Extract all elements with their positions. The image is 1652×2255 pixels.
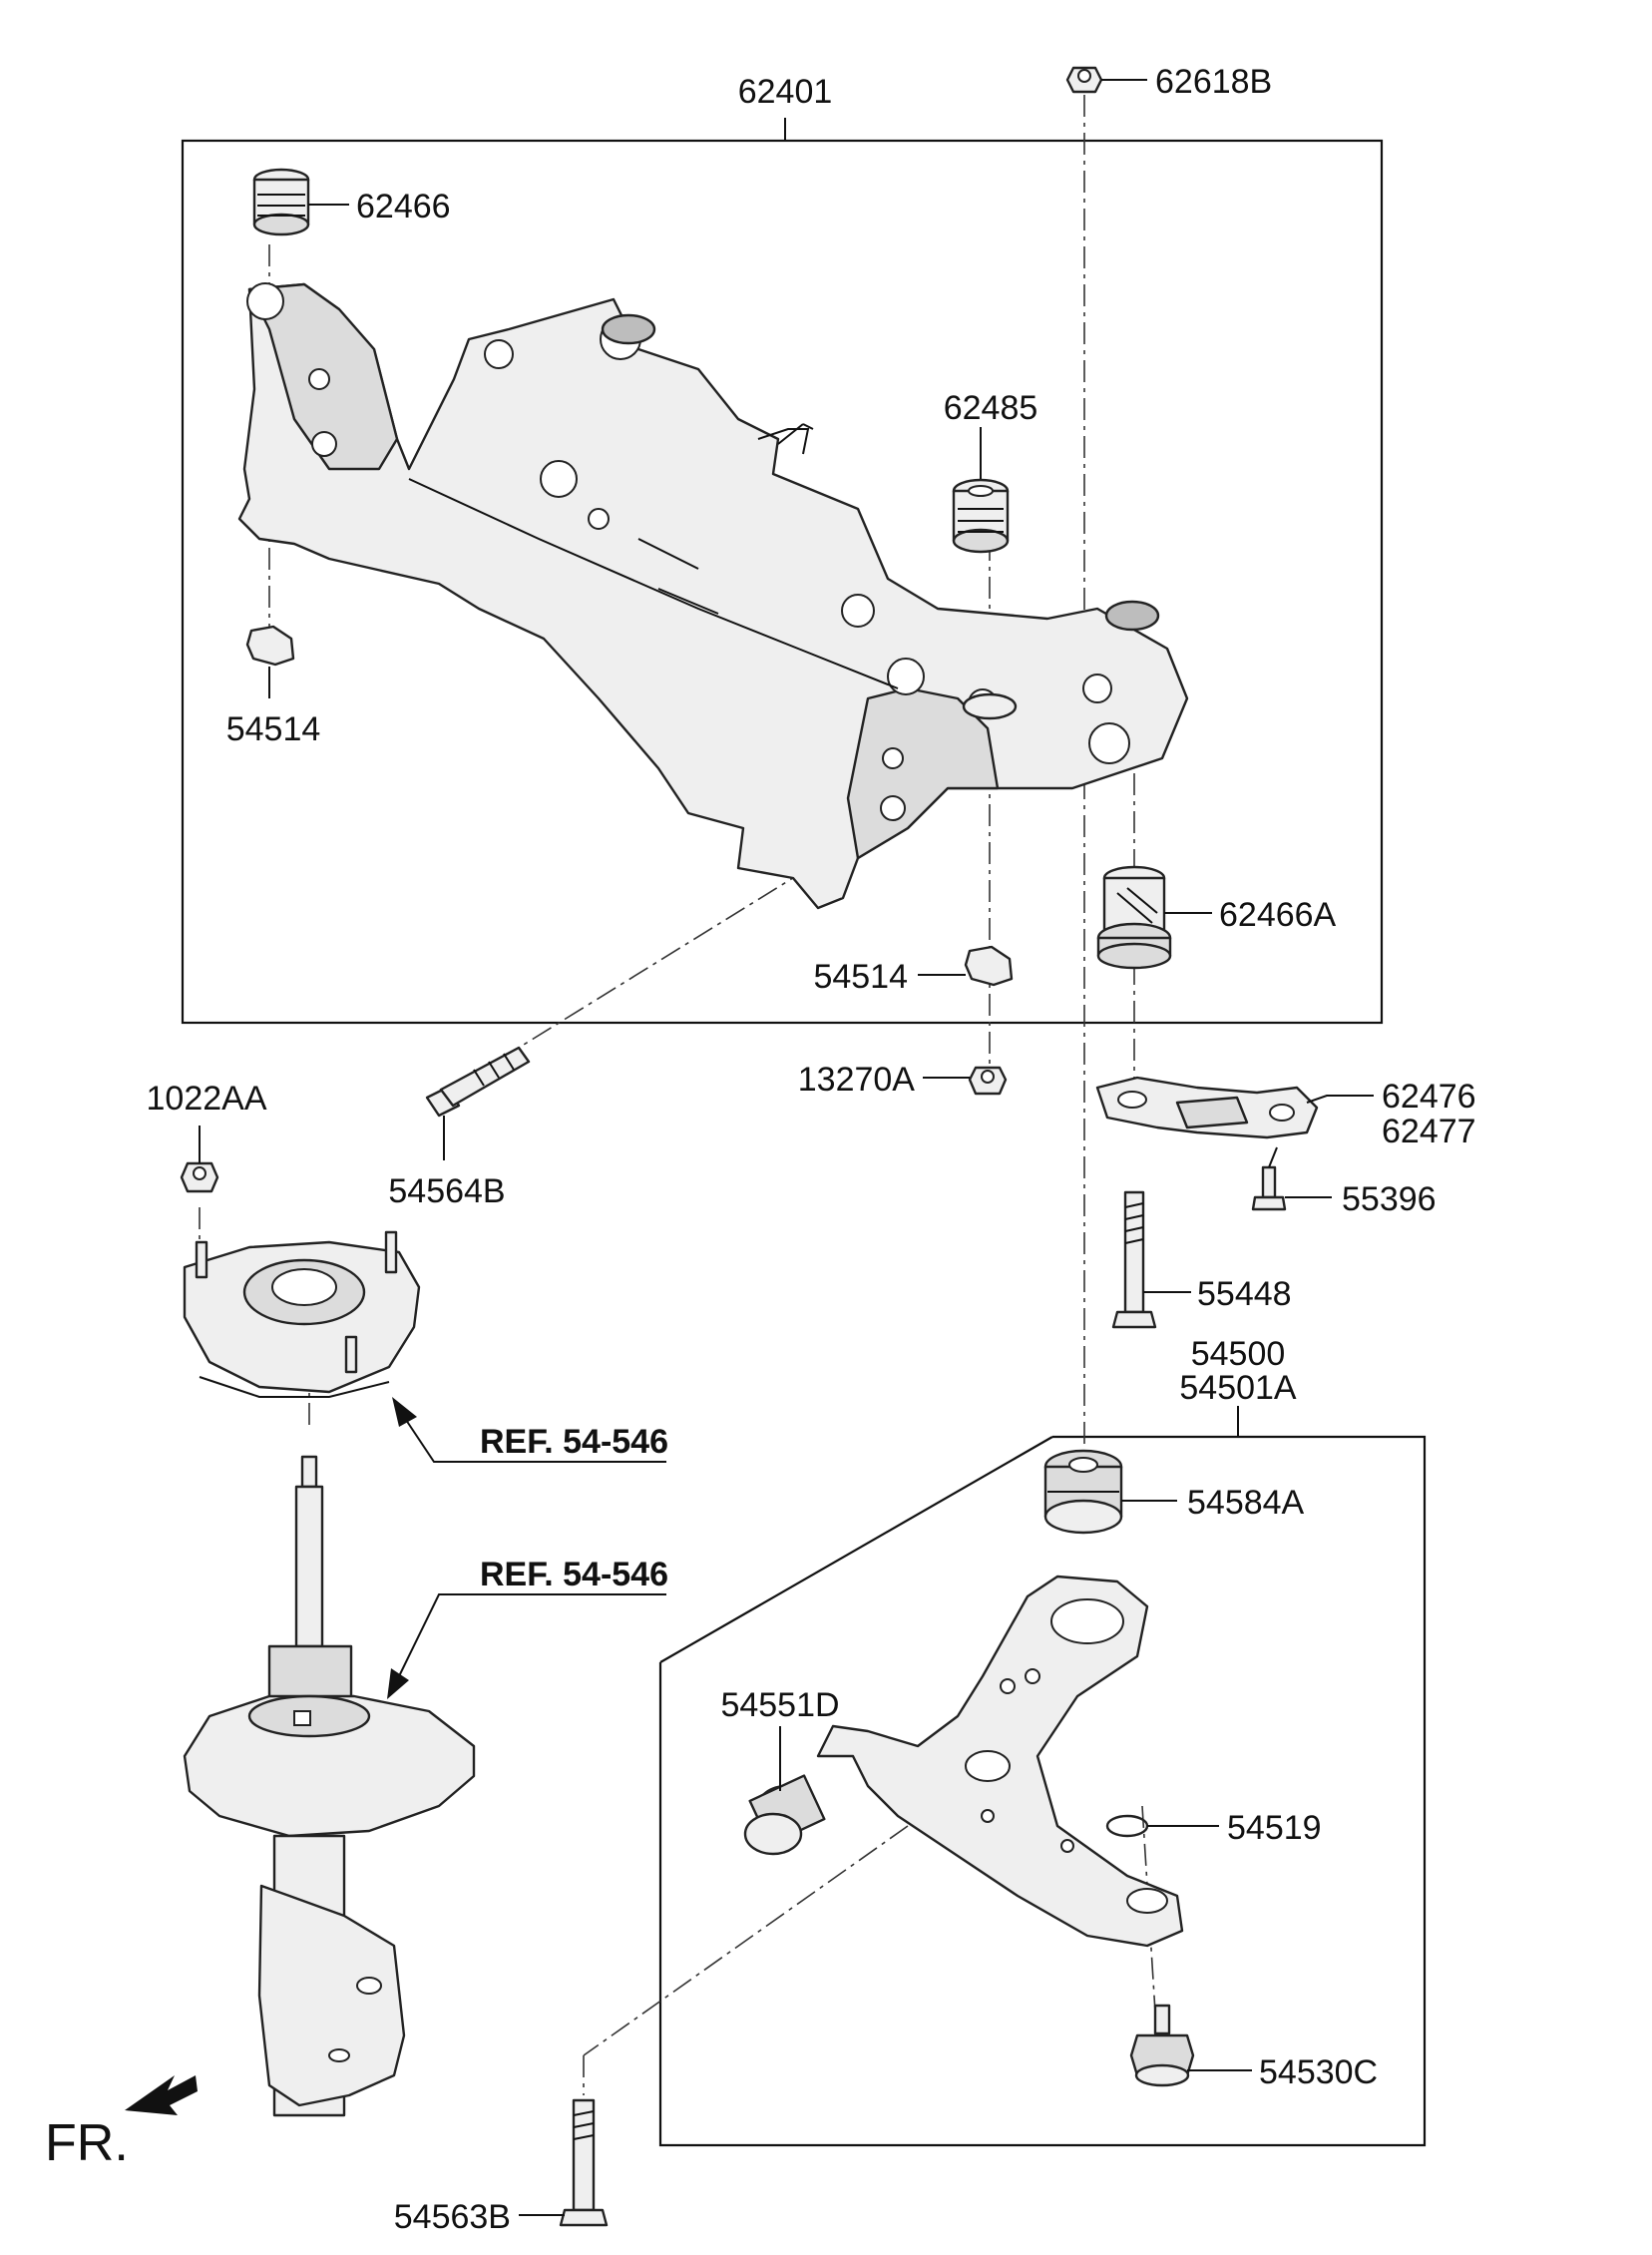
bolt-54564B bbox=[425, 1046, 531, 1118]
front-direction-arrow bbox=[125, 2075, 198, 2115]
nut-13270A bbox=[968, 1066, 1008, 1096]
label-62466: 62466 bbox=[356, 188, 451, 226]
bracket-62476-62477 bbox=[1095, 1076, 1319, 1139]
label-62477: 62477 bbox=[1382, 1113, 1476, 1150]
label-54551D: 54551D bbox=[720, 1686, 839, 1724]
bolt-54563B bbox=[559, 2098, 609, 2227]
label-62485: 62485 bbox=[944, 389, 1038, 427]
bushing-62466 bbox=[252, 168, 310, 236]
label-13270A: 13270A bbox=[798, 1061, 916, 1099]
label-54584A: 54584A bbox=[1187, 1484, 1305, 1522]
label-54530C: 54530C bbox=[1259, 2053, 1378, 2091]
label-62401: 62401 bbox=[738, 73, 833, 111]
label-1022AA: 1022AA bbox=[147, 1080, 267, 1118]
nut-62618B bbox=[1065, 66, 1103, 94]
label-62476: 62476 bbox=[1382, 1078, 1476, 1116]
ball-joint-54530C bbox=[1129, 2004, 1195, 2087]
label-62618B: 62618B bbox=[1155, 63, 1272, 101]
bushing-54584A bbox=[1043, 1449, 1123, 1535]
bushing-54551D bbox=[743, 1774, 826, 1856]
front-label: FR. bbox=[45, 2114, 129, 2172]
clip-54514-lower bbox=[964, 945, 1014, 987]
bushing-62485 bbox=[952, 478, 1010, 554]
control-arm-box-diagonal bbox=[659, 1436, 1053, 1663]
snap-ring-54519 bbox=[1105, 1814, 1149, 1838]
ref-arrows bbox=[387, 1397, 666, 1699]
ref-label-upper: REF. 54-546 bbox=[480, 1423, 668, 1461]
leader-lines bbox=[199, 79, 1374, 2216]
strut-assembly bbox=[183, 1455, 476, 2117]
label-54519: 54519 bbox=[1227, 1809, 1322, 1847]
label-54500: 54500 bbox=[1191, 1335, 1286, 1373]
mount-bushing-62466A bbox=[1096, 865, 1172, 970]
lower-control-arm bbox=[816, 1575, 1184, 1948]
ref-label-lower: REF. 54-546 bbox=[480, 1556, 668, 1593]
nut-1022AA bbox=[180, 1161, 219, 1193]
label-55396: 55396 bbox=[1342, 1180, 1437, 1218]
label-54501A: 54501A bbox=[1179, 1369, 1297, 1407]
subframe-group-box bbox=[181, 139, 1384, 1025]
label-54514-lower: 54514 bbox=[813, 958, 908, 996]
clip-54514-upper bbox=[245, 625, 295, 667]
front-subframe-62401 bbox=[237, 282, 1189, 910]
label-62466A: 62466A bbox=[1219, 896, 1337, 934]
bolt-55448 bbox=[1111, 1190, 1157, 1329]
label-54564B: 54564B bbox=[388, 1172, 505, 1210]
strut-mount-insulator bbox=[183, 1230, 421, 1398]
label-55448: 55448 bbox=[1197, 1275, 1292, 1313]
label-54514-upper: 54514 bbox=[226, 710, 321, 748]
control-arm-group-box bbox=[658, 1435, 1427, 2147]
label-54563B: 54563B bbox=[394, 2198, 511, 2236]
bolt-55396 bbox=[1251, 1165, 1287, 1211]
